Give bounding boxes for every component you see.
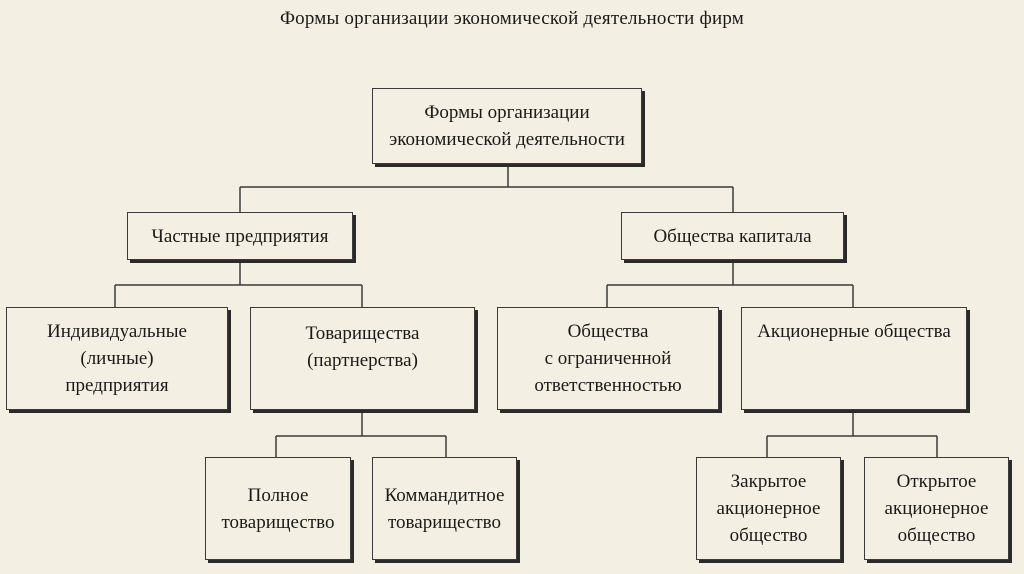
capital-companies-node: Общества капитала <box>621 212 844 260</box>
partnerships-node: Товарищества (партнерства) <box>250 307 475 410</box>
closed-jsc-node: Закрытое акционерное общество <box>696 457 841 560</box>
individual-enterprises-node: Индивидуальные (личные) предприятия <box>6 307 228 410</box>
open-jsc-node: Открытое акционерное общество <box>864 457 1009 560</box>
diagram-title: Формы организации экономической деятельн… <box>279 8 745 29</box>
private-enterprises-node: Частные предприятия <box>127 212 353 260</box>
full-partnership-node: Полное товарищество <box>205 457 351 560</box>
joint-stock-node: Акционерные общества <box>741 307 967 410</box>
llc-node: Общества с ограниченной ответственностью <box>497 307 719 410</box>
limited-partnership-node: Коммандитное товарищество <box>372 457 517 560</box>
root-node: Формы организации экономической деятельн… <box>372 88 642 164</box>
